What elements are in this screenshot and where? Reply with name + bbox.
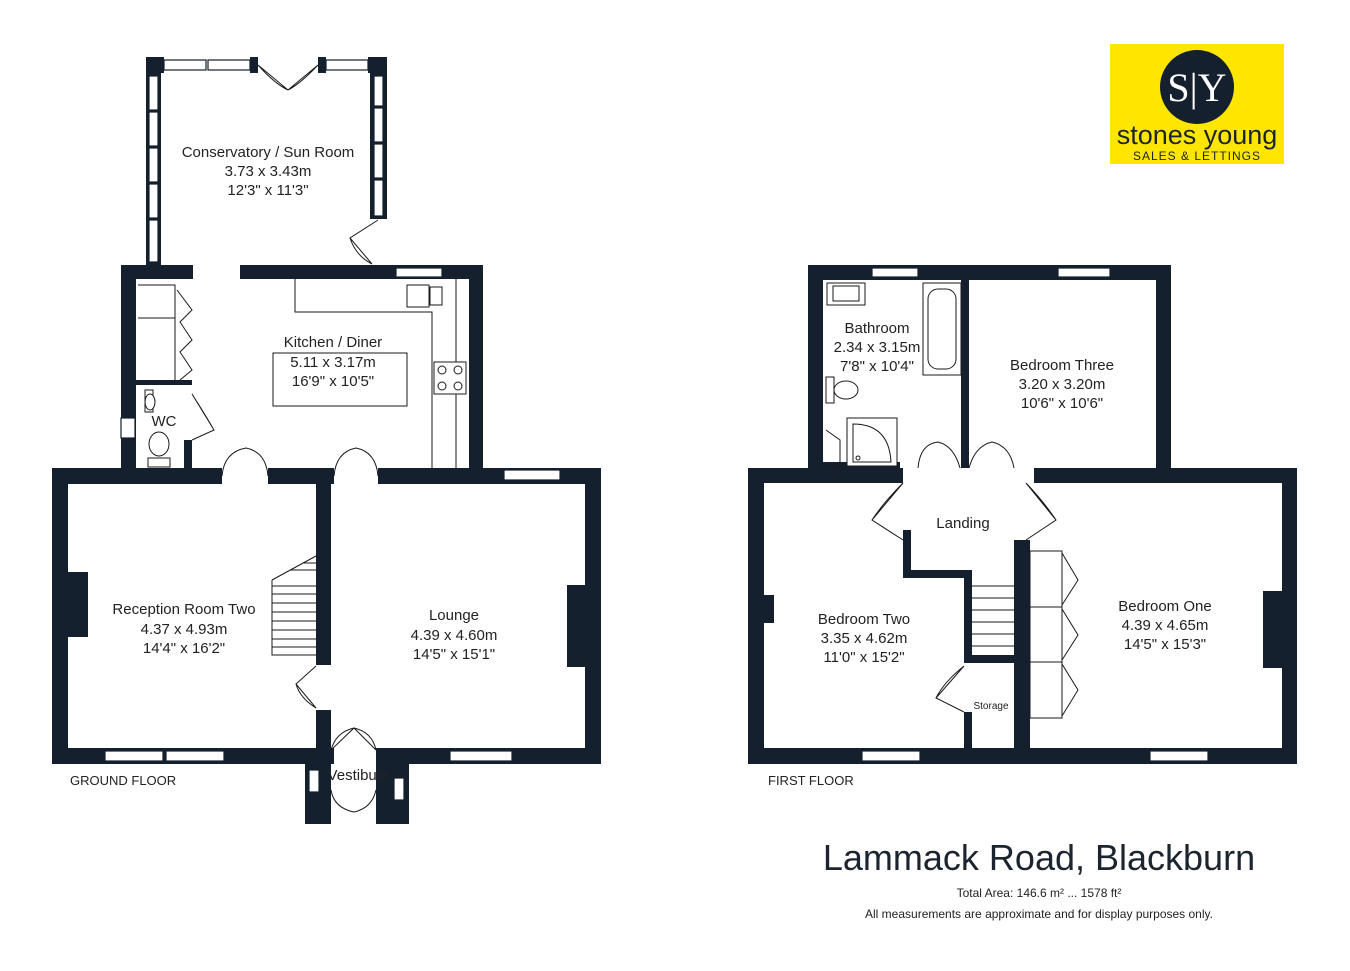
kitchen-metric: 5.11 x 3.17m <box>290 354 376 371</box>
ground-floor-plan: Conservatory / Sun Room 3.73 x 3.43m 12'… <box>52 57 601 824</box>
kitchen-name: Kitchen / Diner <box>284 334 382 351</box>
first-floor-label: FIRST FLOOR <box>768 773 854 788</box>
conservatory-walls <box>146 57 387 265</box>
vestibule-name: Vestibule <box>328 767 389 784</box>
reception2-metric: 4.37 x 4.93m <box>141 621 228 638</box>
kitchen-imperial: 16'9" x 10'5" <box>292 373 374 390</box>
lounge-metric: 4.39 x 4.60m <box>411 627 498 644</box>
logo-tagline: SALES & LETTINGS <box>1133 149 1261 163</box>
disclaimer: All measurements are approximate and for… <box>865 907 1213 921</box>
wc-name: WC <box>152 413 177 430</box>
landing-name: Landing <box>936 515 989 532</box>
storage-name: Storage <box>973 701 1008 712</box>
property-address: Lammack Road, Blackburn <box>823 837 1255 878</box>
reception2-imperial: 14'4" x 16'2" <box>143 640 225 657</box>
conservatory-name: Conservatory / Sun Room <box>182 144 355 161</box>
bedroom1-name: Bedroom One <box>1118 598 1211 615</box>
bedroom1-imperial: 14'5" x 15'3" <box>1124 636 1206 653</box>
lounge-name: Lounge <box>429 607 479 624</box>
brand-logo: S|Y stones young SALES & LETTINGS <box>1110 44 1284 164</box>
logo-circle <box>1160 50 1234 124</box>
bedroom3-imperial: 10'6" x 10'6" <box>1021 395 1103 412</box>
bedroom2-name: Bedroom Two <box>818 611 910 628</box>
bedroom1-metric: 4.39 x 4.65m <box>1122 617 1209 634</box>
bedroom2-imperial: 11'0" x 15'2" <box>823 649 904 666</box>
total-area: Total Area: 146.6 m² ... 1578 ft² <box>957 886 1122 900</box>
bathroom-metric: 2.34 x 3.15m <box>834 339 921 356</box>
conservatory-imperial: 12'3" x 11'3" <box>227 182 308 199</box>
first-floor-plan: Bathroom 2.34 x 3.15m 7'8" x 10'4" Bedro… <box>748 265 1297 788</box>
ground-floor-walls <box>52 265 601 824</box>
conservatory-metric: 3.73 x 3.43m <box>225 163 312 180</box>
first-floor-walls <box>748 265 1297 764</box>
bathroom-imperial: 7'8" x 10'4" <box>840 358 914 375</box>
plan-footer: Lammack Road, Blackburn Total Area: 146.… <box>823 837 1255 921</box>
logo-name: stones young <box>1117 120 1278 150</box>
ground-floor-fixtures <box>138 279 467 813</box>
bedroom3-metric: 3.20 x 3.20m <box>1019 376 1106 393</box>
lounge-imperial: 14'5" x 15'1" <box>413 646 495 663</box>
bedroom2-metric: 3.35 x 4.62m <box>821 630 908 647</box>
ground-floor-label: GROUND FLOOR <box>70 773 176 788</box>
first-floor-windows <box>861 267 1209 762</box>
bathroom-name: Bathroom <box>844 320 909 337</box>
logo-monogram: S|Y <box>1167 65 1226 110</box>
ground-floor-windows <box>104 267 561 801</box>
reception2-name: Reception Room Two <box>112 601 255 618</box>
first-floor-fixtures <box>825 282 1079 719</box>
bedroom3-name: Bedroom Three <box>1010 357 1114 374</box>
